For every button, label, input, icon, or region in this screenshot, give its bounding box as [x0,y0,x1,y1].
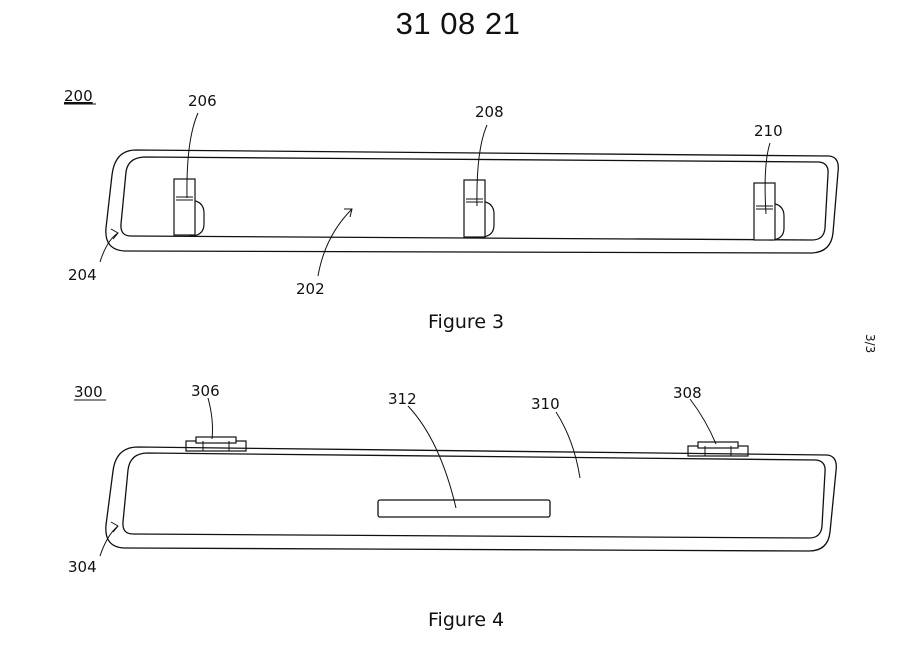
ref-label-204: 204 [68,266,97,284]
leader-308 [689,398,717,445]
leader-210 [764,142,771,215]
header-date: 31 08 21 [395,6,521,41]
ref-label-210: 210 [754,122,783,140]
clip-206 [173,178,205,237]
figure-4: 300 306 312 310 308 304 [68,382,837,576]
ref-label-206: 206 [188,92,217,110]
leader-206 [186,112,199,199]
ref-label-304: 304 [68,558,97,576]
front-panel-310 [122,452,826,539]
ref-label-308: 308 [673,384,702,402]
leader-204 [99,232,119,263]
figure-3-caption: Figure 3 [428,311,505,333]
leader-202 [317,208,353,277]
leader-312 [407,405,457,509]
housing-outer-fig3 [105,149,839,254]
figure-3: 200 206 208 210 204 202 [64,87,839,298]
tab-308 [687,441,749,457]
leader-306 [207,397,213,440]
clip-208 [463,179,495,238]
ref-label-202: 202 [296,280,325,298]
housing-outer-fig4 [105,446,837,552]
ref-label-300: 300 [74,383,103,401]
leader-208 [476,124,488,207]
ref-label-208: 208 [475,103,504,121]
tab-306 [185,436,247,452]
display-window-312 [377,499,551,518]
leader-310 [555,411,581,479]
clip-210 [753,182,785,241]
figure-4-caption: Figure 4 [428,609,505,631]
ref-label-312: 312 [388,390,417,408]
ref-label-200: 200 [64,87,93,105]
ref-label-306: 306 [191,382,220,400]
inner-panel-202 [120,156,829,241]
ref-label-310: 310 [531,395,560,413]
